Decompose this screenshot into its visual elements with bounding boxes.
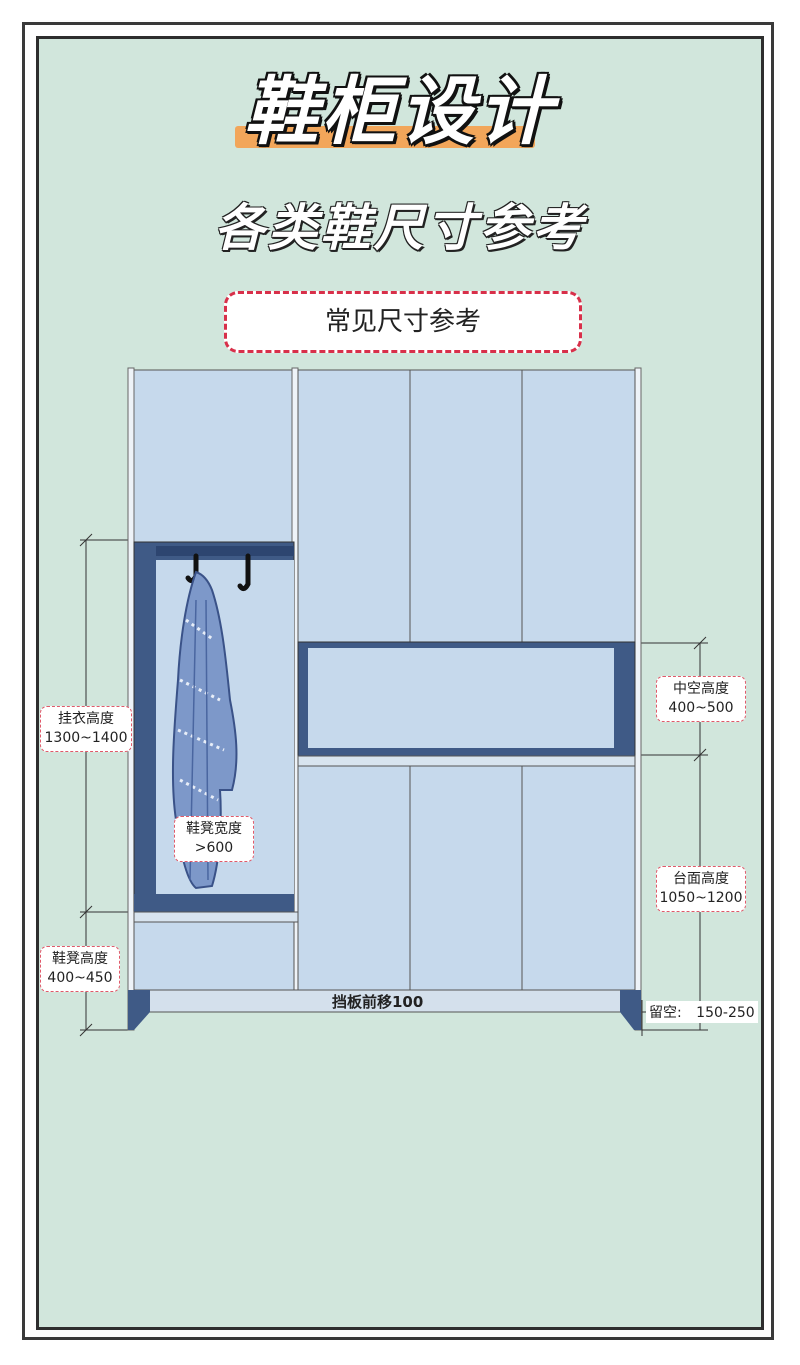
upper-door [409, 369, 523, 643]
label-line: >600 [194, 840, 234, 856]
upper-door [297, 369, 411, 643]
lower-door [297, 765, 411, 991]
reference-box: 常见尺寸参考 [224, 291, 582, 353]
page-title: 鞋柜设计 [244, 69, 556, 155]
left-side-panel [127, 367, 135, 1031]
label-line: 400~500 [668, 700, 734, 716]
hanging-height-label: 挂衣高度 1300~1400 [40, 706, 132, 752]
label-line: 台面高度 [673, 871, 729, 887]
bench-width-label: 鞋凳宽度 >600 [174, 816, 254, 862]
niche-floor [134, 894, 294, 912]
baseboard-offset-label: 挡板前移100 [332, 993, 424, 1011]
clearance-label: 留空: 150-250 [646, 1001, 758, 1023]
upper-door [521, 369, 636, 643]
hanging-rail [156, 546, 294, 556]
bench-height-label: 鞋凳高度 400~450 [40, 946, 120, 992]
page-subtitle: 各类鞋尺寸参考 [214, 199, 586, 257]
clearance-value: 150-250 [696, 1005, 755, 1021]
label-line: 1300~1400 [44, 730, 128, 746]
label-line: 鞋凳高度 [52, 951, 108, 967]
lower-door [409, 765, 523, 991]
label-line: 中空高度 [673, 681, 729, 697]
clearance-prefix: 留空: [649, 1005, 682, 1021]
title-highlight [235, 126, 535, 148]
right-foot [620, 990, 641, 1030]
hollow-height-label: 中空高度 400~500 [656, 676, 746, 722]
shoe-bench-front [133, 921, 295, 991]
left-foot [128, 990, 150, 1030]
label-line: 400~450 [47, 970, 113, 986]
lower-door [521, 765, 636, 991]
label-line: 挂衣高度 [58, 711, 114, 727]
counter-height-label: 台面高度 1050~1200 [656, 866, 746, 912]
counter-top [297, 755, 636, 767]
shoe-cabinet [127, 367, 642, 1031]
right-side-panel [634, 367, 642, 1031]
label-line: 鞋凳宽度 [186, 821, 242, 837]
shoe-bench-top [133, 911, 299, 923]
hook-icon [237, 553, 251, 592]
label-line: 1050~1200 [659, 890, 743, 906]
upper-left-door [133, 369, 295, 543]
hollow-niche-back [308, 648, 614, 748]
